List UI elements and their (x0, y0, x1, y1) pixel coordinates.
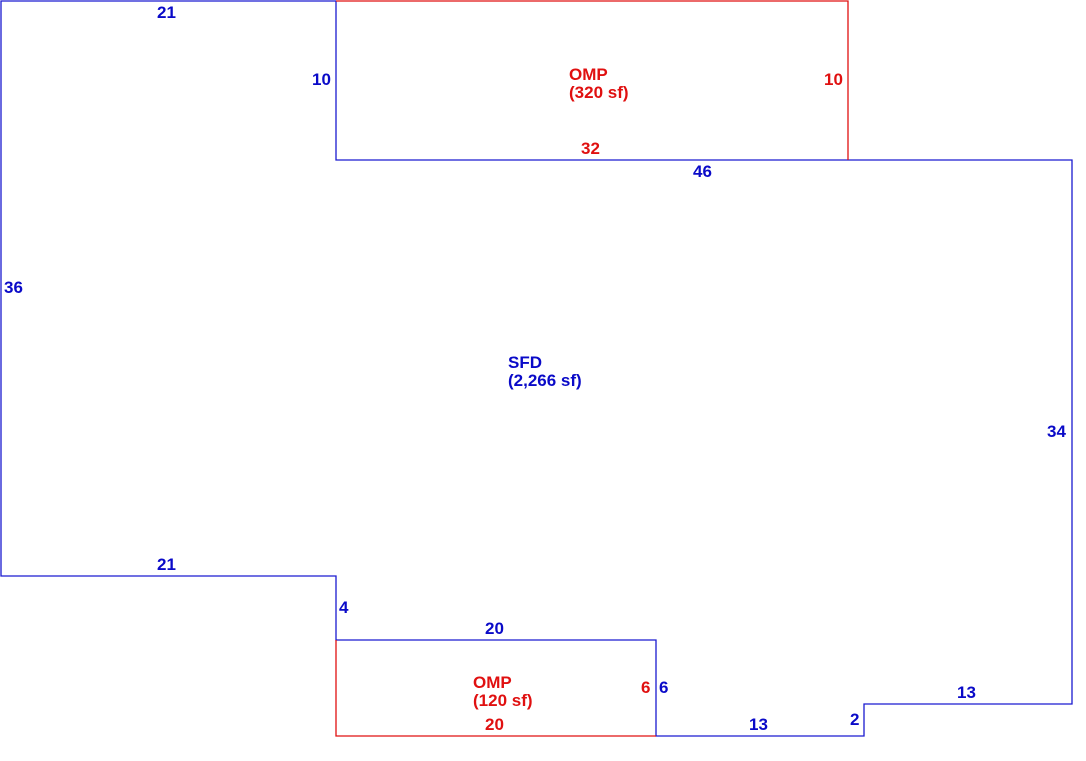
sfd-area: (2,266 sf) (508, 371, 582, 390)
dim-top-left: 21 (157, 3, 176, 22)
dim-omp-bottom-top: 20 (485, 619, 504, 638)
dim-bottom-right: 13 (957, 683, 976, 702)
omp-top-label: OMP (569, 65, 608, 84)
dim-omp-top-left: 10 (312, 70, 331, 89)
omp-bottom-outline (335, 640, 656, 737)
sfd-label: SFD (508, 353, 542, 372)
dim-left: 36 (4, 278, 23, 297)
dim-omp-bottom-bottom: 20 (485, 715, 504, 734)
dim-top-right: 46 (693, 162, 712, 181)
omp-top-area: (320 sf) (569, 83, 629, 102)
omp-top-outline (336, 0, 849, 160)
omp-bottom-label: OMP (473, 673, 512, 692)
dim-bottom-step: 2 (850, 710, 859, 729)
dim-bottom-mid: 13 (749, 715, 768, 734)
omp-bottom-area: (120 sf) (473, 691, 533, 710)
dim-step-left: 4 (339, 598, 349, 617)
dim-mid-left: 21 (157, 555, 176, 574)
dim-omp-top-bottom: 32 (581, 139, 600, 158)
dim-omp-top-right: 10 (824, 70, 843, 89)
dim-right: 34 (1047, 422, 1066, 441)
dim-omp-bottom-side: 6 (641, 678, 650, 697)
dim-sfd-side-6: 6 (659, 678, 668, 697)
